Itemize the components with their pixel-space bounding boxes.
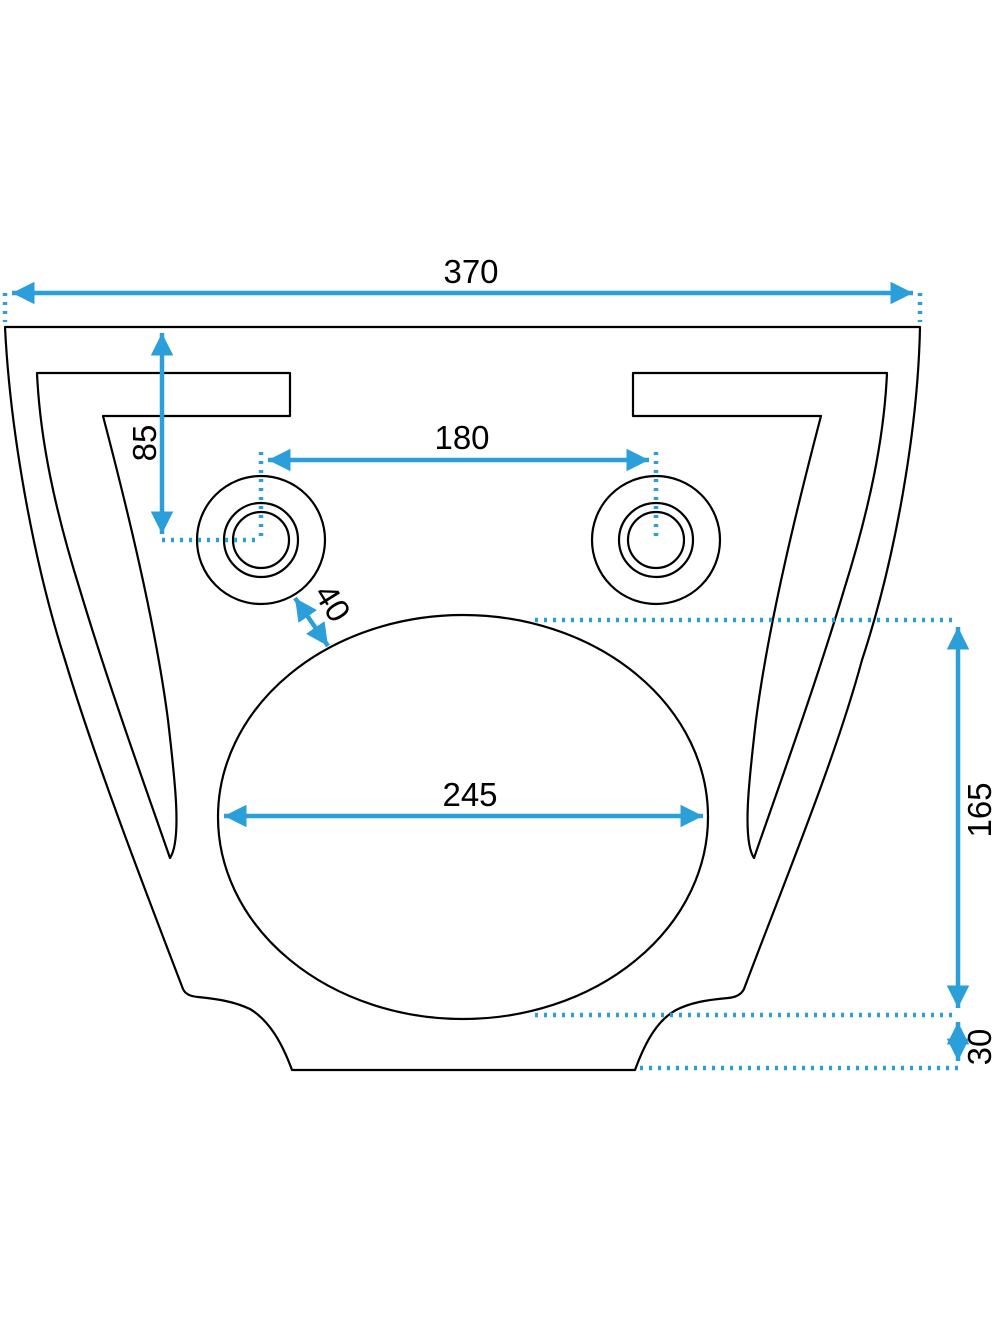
bolt-spacing-dimension: 180: [258, 419, 659, 540]
front-edge-label: 30: [961, 1029, 998, 1066]
bowl-width-dimension: 245: [224, 776, 703, 828]
right-bolt-inner-ring: [626, 510, 686, 570]
body-outline-group: [3, 325, 922, 1072]
bowl-width-label: 245: [442, 776, 497, 813]
bolt-bowl-gap-label: 40: [307, 578, 358, 629]
right-inner-rib: [631, 371, 889, 860]
bolt-spacing-label: 180: [434, 419, 489, 456]
bowl-length-dimension: 165: [535, 617, 998, 1018]
front-edge-dimension: 30: [640, 1022, 998, 1071]
dimension-annotations: 370 180 85 40 245 16: [2, 253, 998, 1071]
left-inner-rib: [35, 371, 292, 860]
bolt-bowl-gap-arrow-line: [293, 596, 330, 648]
bolt-offset-dimension: 85: [126, 333, 261, 543]
left-bolt-outer-ring: [195, 474, 327, 606]
right-bolt-middle-ring: [617, 501, 695, 579]
bowl-length-label: 165: [961, 782, 998, 837]
right-bolt-hole: [590, 474, 722, 606]
bowl-opening: [216, 613, 710, 1021]
body-outline: [3, 325, 922, 1072]
left-bolt-middle-ring: [222, 501, 300, 579]
left-bolt-hole: [195, 474, 327, 606]
right-bolt-outer-ring: [590, 474, 722, 606]
left-bolt-inner-ring: [231, 510, 291, 570]
bolt-offset-label: 85: [126, 425, 163, 462]
overall-width-label: 370: [443, 253, 498, 290]
overall-width-dimension: 370: [2, 253, 923, 322]
